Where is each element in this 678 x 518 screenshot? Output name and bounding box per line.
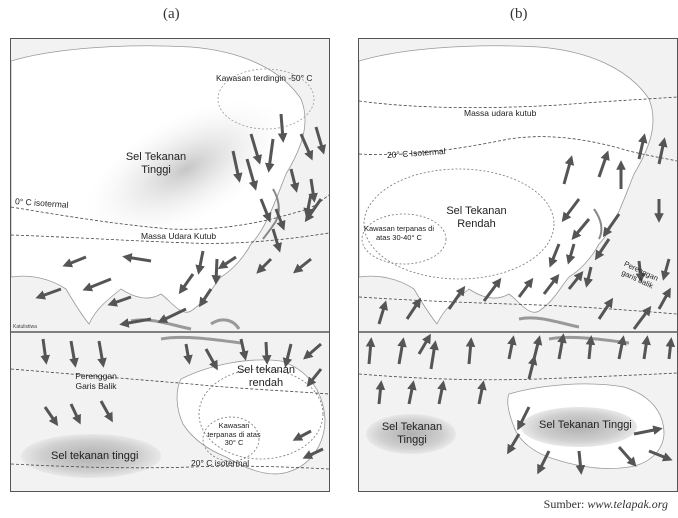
japan-island [593,208,603,240]
map-panel-a: Kawasan terdingin -50° C Sel Tekanan Tin… [10,38,330,492]
indonesia-islands [518,316,630,345]
hot-region-outline [202,416,260,462]
australia-landmass [176,359,326,475]
panel-label-a: (a) [163,6,180,22]
isotherm-20c [359,136,677,162]
low-pressure-outline [363,168,555,280]
south-high-shading [21,434,161,478]
south-boundary-line [359,372,677,381]
trough-line [11,368,329,395]
trough-line [359,296,677,315]
panel-label-b: (b) [510,6,528,22]
label-hot-region: Kawasan terpanas di atas 30-40° C [363,224,435,242]
label-high-pressure: Sel Tekanan Tinggi [125,151,187,176]
label-low-pressure: Sel tekanan rendah [236,364,296,389]
label-polar-air: Massa Udara Kutub [141,231,217,241]
asia-landmass [359,45,654,325]
label-east-high: Sel Tekanan Tinggi [539,419,632,431]
coldest-region-outline [217,68,315,130]
source-prefix: Sumber: [543,497,585,511]
wind-arrows-b [365,133,676,475]
isotherm-20c [11,463,329,470]
map-panel-b: Massa udara kutub 20° C Isotermal Sel Te… [358,38,678,492]
west-high-shading [366,414,456,454]
polar-air-line [359,96,677,109]
label-trough: Perenggan Garis Balik [75,371,117,391]
map-b-graphics [359,45,677,475]
label-coldest-region: Kawasan terdingin -50° C [216,73,313,83]
map-a-graphics [11,45,329,478]
polar-air-line [11,232,329,244]
isotherm-0c [11,194,329,230]
hot-region-outline [361,213,447,265]
high-pressure-shading [85,99,287,239]
east-high-shading [521,407,637,447]
label-hot-region: Kawasan terpanas di atas 30° C [207,421,261,448]
wind-arrows-a [35,113,326,459]
label-low-pressure: Sel Tekanan Rendah [446,205,507,230]
label-west-high: Sel Tekanan Tinggi [381,421,443,446]
source-credit: Sumber: www.telapak.org [544,497,668,512]
source-url[interactable]: www.telapak.org [587,497,668,511]
label-south-high: Sel tekanan tinggi [51,450,139,462]
label-equator: Katulistiwa [13,324,37,330]
japan-island [262,188,280,240]
label-polar-air: Massa udara kutub [464,108,537,118]
label-isotherm-20c: 20° C isotermal [191,458,250,468]
low-pressure-outline [198,368,324,460]
